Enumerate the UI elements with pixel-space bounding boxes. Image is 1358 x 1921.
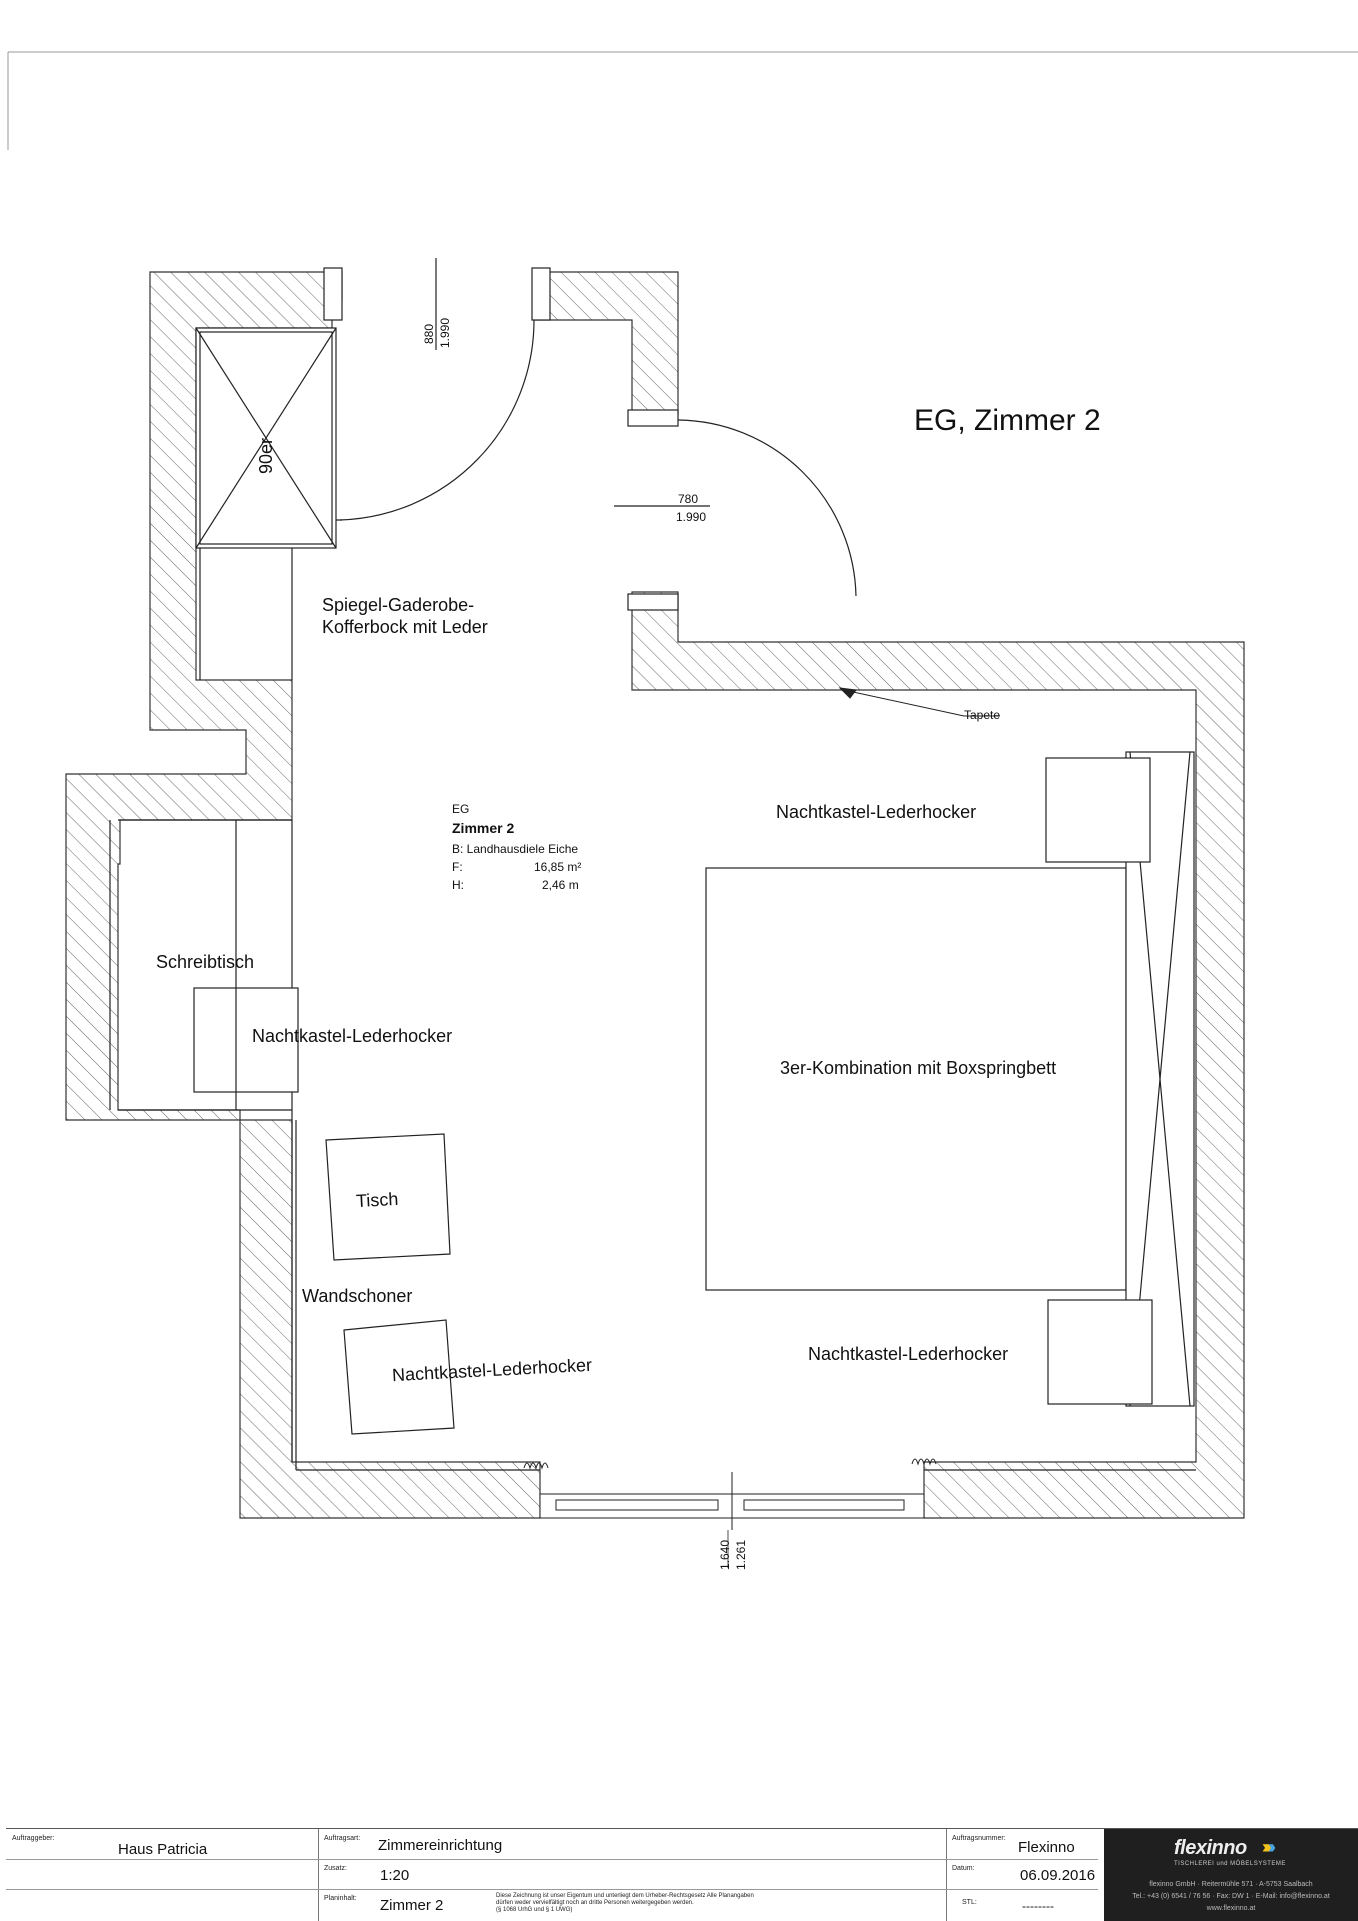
wardrobe-label: Spiegel-Gaderobe- Kofferbock mit Leder xyxy=(322,595,488,637)
room-info-area-value: 16,85 m² xyxy=(534,860,582,874)
dim-door-right-b: 1.990 xyxy=(676,510,707,524)
chevron-icon: ››››› xyxy=(1262,1837,1276,1857)
brand-address-1: flexinno GmbH · Reitermühle 571 · A-5753… xyxy=(1149,1881,1313,1888)
order-type-label: Auftragsart: xyxy=(324,1835,361,1842)
desk-label: Schreibtisch xyxy=(156,952,255,972)
order-number-value: Flexinno xyxy=(1018,1839,1075,1856)
sheet-frame xyxy=(7,51,1358,150)
client-value: Haus Patricia xyxy=(118,1841,208,1858)
stool-bottom-left xyxy=(343,1319,455,1435)
tapete-label: Tapete xyxy=(964,708,1001,722)
dim-door-top-b: 1.990 xyxy=(438,317,452,348)
plan-content-value: Zimmer 2 xyxy=(380,1897,444,1914)
room-info-height-value: 2,46 m xyxy=(542,878,579,892)
wardrobe xyxy=(195,327,337,549)
brand-block: flexinno ››››› TISCHLEREI und MÖBELSYSTE… xyxy=(1104,1829,1358,1921)
brand-subtitle: TISCHLEREI und MÖBELSYSTEME xyxy=(1174,1861,1286,1867)
bed-label: 3er-Kombination mit Boxspringbett xyxy=(780,1058,1057,1078)
desk xyxy=(193,820,299,1110)
stool-bottom-right xyxy=(1047,1299,1153,1405)
room-info-flooring: B: Landhausdiele Eiche xyxy=(452,842,579,856)
date-label: Datum: xyxy=(952,1865,975,1872)
client-label: Auftraggeber: xyxy=(12,1835,55,1842)
date-value: 06.09.2016 xyxy=(1020,1867,1096,1884)
addition-label: Zusatz: xyxy=(324,1865,347,1872)
brand-logo: flexinno xyxy=(1174,1837,1247,1859)
room-info-area-label: F: xyxy=(452,860,463,874)
order-number-label: Auftragsnummer: xyxy=(952,1835,1006,1842)
room-info-height-label: H: xyxy=(452,878,464,892)
dim-door-right-a: 780 xyxy=(678,492,699,506)
room-lines xyxy=(109,548,1196,1471)
stl-label: STL: xyxy=(962,1899,977,1906)
floor-plan xyxy=(7,51,1358,1568)
plan-content-label: Planinhalt: xyxy=(324,1895,357,1902)
stool-top-right xyxy=(1045,757,1151,863)
door-right xyxy=(614,409,857,611)
stl-value: -------- xyxy=(1022,1899,1054,1913)
order-type-value: Zimmereinrichtung xyxy=(378,1837,503,1854)
table xyxy=(325,1133,451,1261)
radiator xyxy=(523,1458,937,1470)
stool-desk-label: Nachtkastel-Lederhocker xyxy=(252,1026,453,1046)
wall-guard-label: Wandschoner xyxy=(302,1286,413,1306)
table-label: Tisch xyxy=(355,1188,399,1212)
disclaimer: Diese Zeichnung ist unser Eigentum und u… xyxy=(496,1893,754,1913)
brand-address-2: Tel.: +43 (0) 6541 / 76 56 · Fax: DW 1 ·… xyxy=(1132,1893,1330,1900)
scale-value: 1:20 xyxy=(380,1867,410,1884)
room-info-floor: EG xyxy=(452,802,470,816)
dim-door-top-a: 880 xyxy=(422,323,436,344)
room-info-name: Zimmer 2 xyxy=(452,820,515,836)
dim-window-b: 1.261 xyxy=(734,1539,748,1570)
plan-heading: EG, Zimmer 2 xyxy=(914,404,1101,437)
stool-bottom-right-label: Nachtkastel-Lederhocker xyxy=(808,1344,1009,1364)
tapete-leader xyxy=(838,687,1000,717)
door-top xyxy=(323,258,551,521)
wardrobe-size-label: 90er xyxy=(256,437,276,474)
dim-window-a: 1.640 xyxy=(718,1539,732,1570)
window xyxy=(539,1472,925,1530)
stool-top-right-label: Nachtkastel-Lederhocker xyxy=(776,802,977,822)
brand-website: www.flexinno.at xyxy=(1206,1905,1256,1912)
title-block: Auftraggeber: Haus Patricia Auftragsart:… xyxy=(6,1828,1358,1921)
